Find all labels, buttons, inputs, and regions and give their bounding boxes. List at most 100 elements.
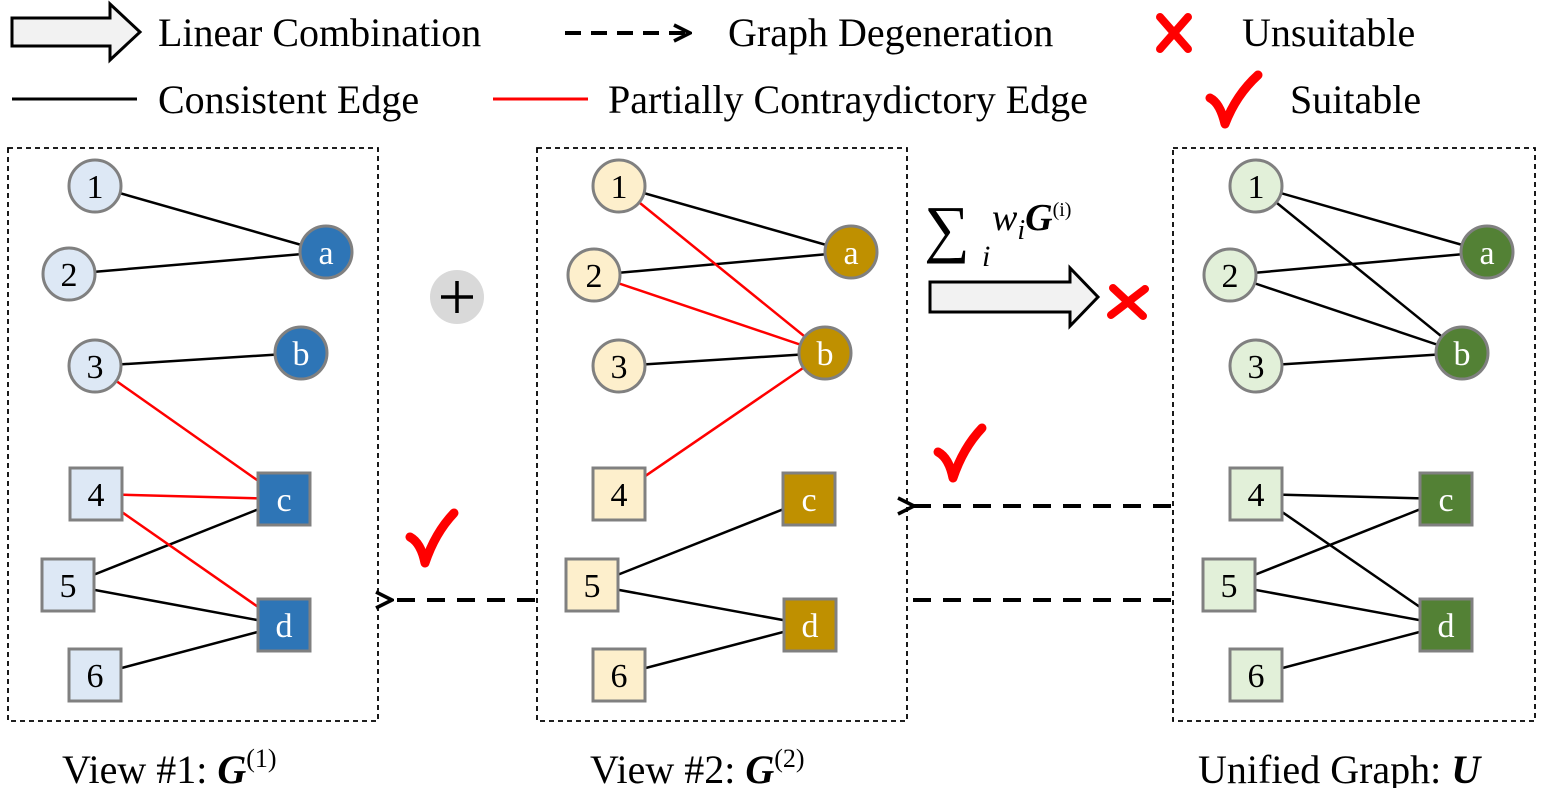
hollow-arrow-icon	[10, 0, 143, 64]
view1-panel	[7, 147, 379, 722]
view1-caption-prefix: View #1:	[62, 747, 217, 788]
unified-node-2: 2	[1202, 247, 1258, 303]
unified-caption-symbol: U	[1451, 747, 1482, 788]
view2-node-6: 6	[591, 647, 647, 703]
view1-consistent-edge-2-a	[68, 250, 327, 276]
unified-consistent-edge-1-a	[1255, 184, 1488, 254]
unified-node-2-label: 2	[1222, 258, 1239, 295]
view1-node-1-circle	[67, 158, 123, 214]
unified-node-a-circle	[1459, 224, 1515, 280]
check-icon	[1205, 70, 1263, 129]
view1-caption-sup: (1)	[246, 744, 276, 773]
view2-node-a: a	[823, 224, 879, 280]
unified-panel	[1172, 147, 1536, 722]
view2-node-b-circle	[797, 325, 853, 381]
unified-caption-prefix: Unified Graph:	[1198, 747, 1451, 788]
view1-node-3: 3	[67, 338, 123, 394]
view1-node-2-label: 2	[61, 257, 78, 294]
legend-contradictory-edge-label: Partially Contraydictory Edge	[608, 77, 1088, 122]
view1-consistent-edge-6-d	[94, 623, 285, 677]
view2-node-1-label: 1	[611, 169, 628, 206]
view1-node-1: 1	[67, 158, 123, 214]
view2-node-a-label: a	[843, 235, 858, 272]
unified-node-1-label: 1	[1248, 169, 1265, 206]
unified-node-3-circle	[1228, 338, 1284, 394]
unified-node-6-square	[1228, 647, 1284, 703]
formula-weight-letter: w	[992, 197, 1018, 239]
unified-node-d-label: d	[1438, 608, 1455, 645]
view1-node-d: d	[256, 597, 312, 653]
unified-node-4: 4	[1228, 466, 1284, 522]
linear-combination-arrow	[928, 264, 1101, 330]
view1-node-5: 5	[40, 557, 96, 613]
unified-consistent-edge-5-c	[1228, 497, 1447, 587]
view1-node-d-label: d	[276, 608, 293, 645]
view2-node-3: 3	[591, 338, 647, 394]
unified-node-a-label: a	[1479, 235, 1494, 272]
view1-node-d-square	[256, 597, 312, 653]
view2-caption-symbol: G	[745, 747, 774, 788]
unified-node-d: d	[1418, 597, 1474, 653]
view1-contradictory-edge-4-c	[95, 492, 285, 501]
formula-graph-symbol: G	[1025, 197, 1053, 239]
unified-node-2-circle	[1202, 247, 1258, 303]
view1-node-1-label: 1	[87, 169, 104, 206]
view2-node-1-circle	[591, 158, 647, 214]
view1-consistent-edge-1-a	[94, 184, 327, 254]
view1-node-3-label: 3	[87, 349, 104, 386]
view1-node-a-circle	[298, 224, 354, 280]
unified-node-a: a	[1459, 224, 1515, 280]
view2-node-4-label: 4	[611, 477, 628, 514]
unified-consistent-edge-6-d	[1255, 623, 1447, 677]
unified-node-c-square	[1418, 471, 1474, 527]
view2-contradictory-edge-2-b	[593, 273, 826, 355]
suitable-mark-view2	[933, 423, 987, 483]
unified-node-3: 3	[1228, 338, 1284, 394]
view2-node-b-label: b	[817, 336, 834, 373]
view2-node-1: 1	[591, 158, 647, 214]
unified-consistent-edge-5-d	[1228, 583, 1447, 627]
view2-node-d: d	[782, 597, 838, 653]
view1-consistent-edge-5-d	[67, 583, 285, 627]
view1-node-6: 6	[67, 647, 123, 703]
formula-weight: wiG(i)	[992, 197, 1071, 246]
view2-node-4-square	[591, 466, 647, 522]
view1-node-2: 2	[41, 246, 97, 302]
unified-node-4-label: 4	[1248, 477, 1265, 514]
cross-icon	[1156, 13, 1192, 53]
view1-node-4-label: 4	[88, 477, 105, 514]
view1-contradictory-edge-3-c	[94, 364, 285, 501]
view2-consistent-edge-3-b	[618, 351, 826, 368]
unified-consistent-edge-2-b	[1229, 273, 1463, 355]
view2-consistent-edge-5-c	[591, 497, 810, 587]
unified-node-5: 5	[1201, 557, 1257, 613]
view2-node-4: 4	[591, 466, 647, 522]
unified-caption: Unified Graph: U	[1198, 747, 1482, 788]
view2-node-d-label: d	[802, 608, 819, 645]
view1-node-6-square	[67, 647, 123, 703]
view1-node-4: 4	[68, 466, 124, 522]
view2-node-a-circle	[823, 224, 879, 280]
view1-consistent-edge-5-c	[67, 497, 285, 587]
view2-caption-prefix: View #2:	[590, 747, 745, 788]
legend-unsuitable-label: Unsuitable	[1242, 10, 1415, 55]
unified-consistent-edge-4-d	[1255, 492, 1447, 627]
view2-consistent-edge-1-a	[618, 184, 852, 254]
view2-consistent-edge-5-d	[591, 583, 811, 627]
unified-consistent-edge-4-c	[1255, 492, 1447, 501]
legend-linear-combination-label: Linear Combination	[158, 10, 481, 55]
formula-weight-sub: i	[1017, 215, 1025, 246]
unified-node-b-circle	[1434, 325, 1490, 381]
view2-consistent-edge-2-a	[593, 250, 852, 277]
view1-node-3-circle	[67, 338, 123, 394]
legend: Linear Combination Graph Degeneration Un…	[10, 0, 1421, 129]
unified-node-b: b	[1434, 325, 1490, 381]
unified-consistent-edge-3-b	[1255, 351, 1463, 368]
legend-suitable-label: Suitable	[1290, 77, 1421, 122]
view1-node-a: a	[298, 224, 354, 280]
suitable-mark-view1	[405, 508, 459, 568]
view2-contradictory-edge-1-b	[618, 185, 826, 354]
